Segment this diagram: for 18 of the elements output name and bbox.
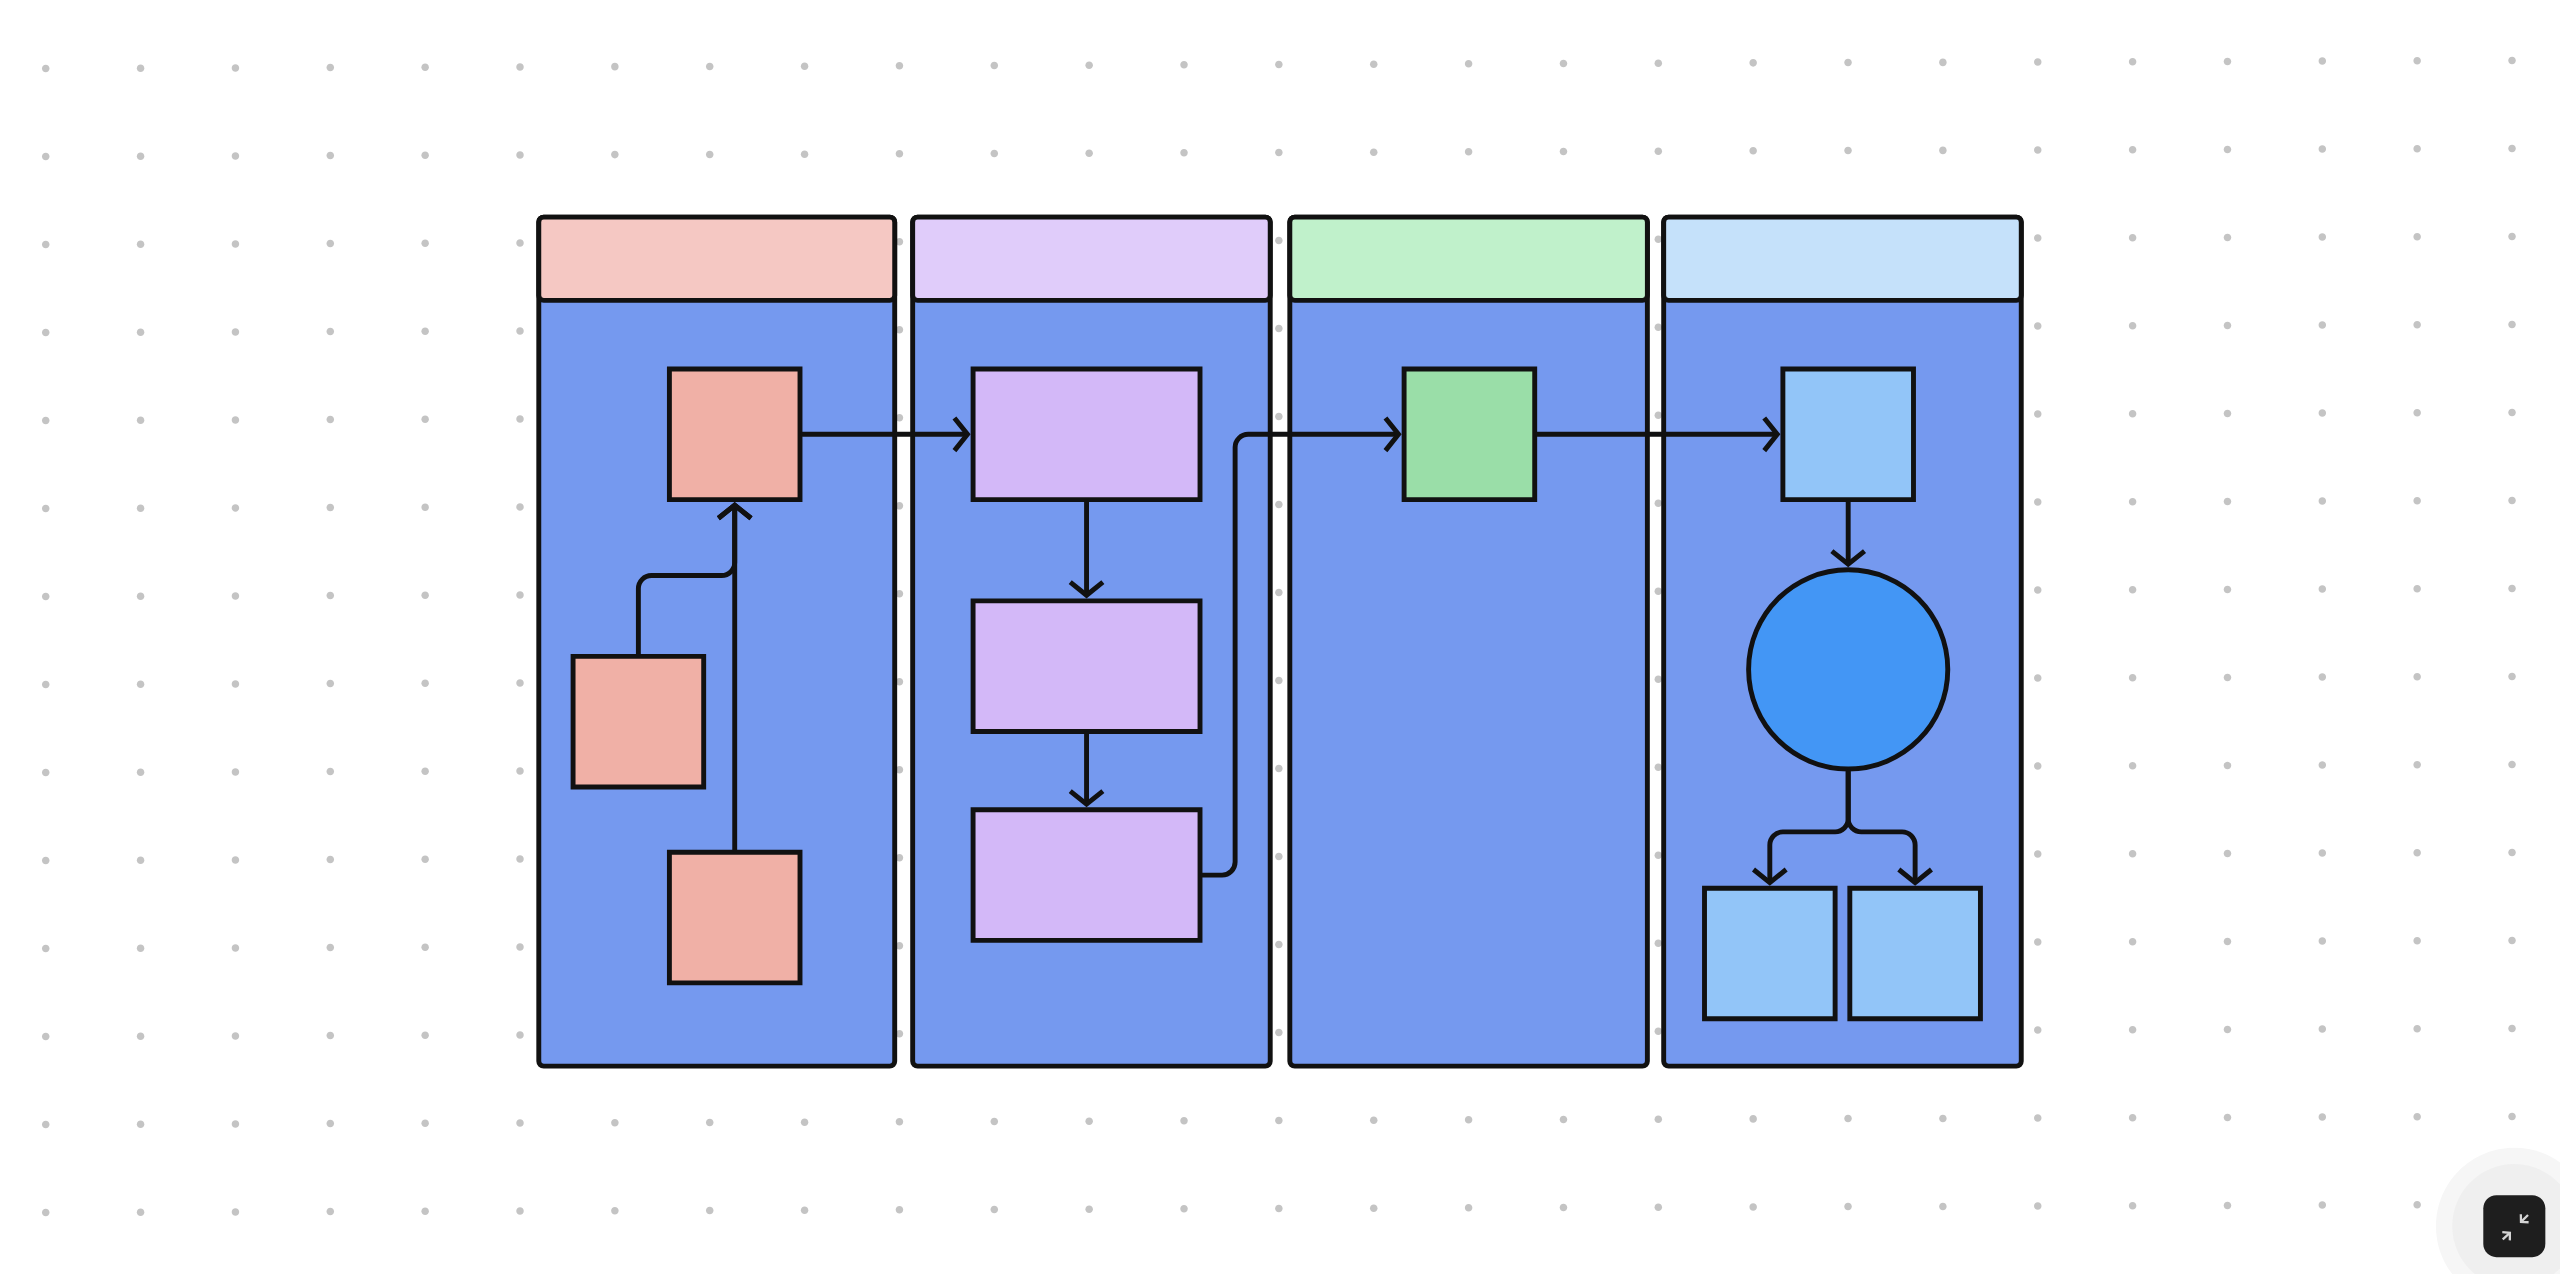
process-box: [1401, 366, 1538, 503]
process-box: [666, 366, 803, 503]
arrow: [800, 416, 971, 453]
process-box: [1780, 366, 1916, 503]
arrow: [1845, 769, 1933, 886]
process-box: [1702, 885, 1838, 1022]
circle: [1746, 567, 1951, 772]
swimlane: [1287, 214, 1650, 1069]
arrow: [1534, 416, 1781, 453]
process-box: [666, 849, 803, 986]
process-box: [970, 366, 1203, 503]
process-box: [570, 653, 707, 790]
arrow: [716, 502, 753, 853]
process-box: [970, 807, 1203, 943]
arrow: [1068, 731, 1105, 808]
process-box: [1847, 885, 1983, 1022]
arrow: [1068, 499, 1105, 599]
process-box: [970, 598, 1203, 734]
